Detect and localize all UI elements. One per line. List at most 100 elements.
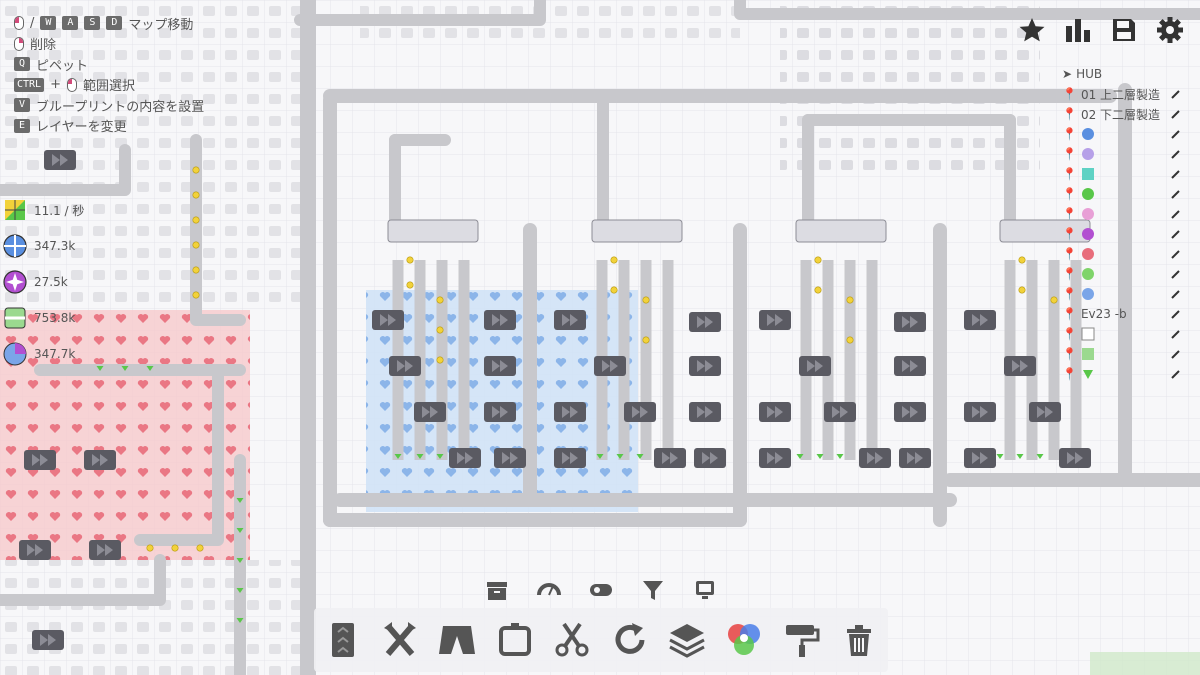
purple-star-shape-icon bbox=[3, 270, 27, 294]
hint-label: ブループリントの内容を設置 bbox=[36, 99, 205, 115]
color-mixer-icon[interactable] bbox=[724, 620, 764, 660]
edit-icon[interactable] bbox=[1170, 88, 1182, 100]
hint-label: レイヤーを変更 bbox=[36, 120, 127, 136]
settings-icon[interactable] bbox=[1156, 16, 1184, 44]
stat-shape-3[interactable]: 27.5k bbox=[2, 264, 84, 300]
hub-arrow-icon: ➤ bbox=[1062, 67, 1073, 81]
balancer-icon[interactable] bbox=[380, 620, 420, 660]
stat-shape-5[interactable]: 347.7k bbox=[2, 336, 84, 372]
blue-shape-icon bbox=[1081, 288, 1094, 300]
hint-map-move: / W A S D マップ移動 bbox=[14, 13, 204, 34]
green-white-shape-icon bbox=[1081, 348, 1094, 360]
green-shape-icon bbox=[1082, 370, 1093, 379]
edit-icon[interactable] bbox=[1170, 228, 1182, 240]
edit-icon[interactable] bbox=[1170, 128, 1182, 140]
hint-pipette: Q ピペット bbox=[14, 54, 204, 75]
waypoint-item[interactable]: 📍Ev23 -b bbox=[1062, 304, 1186, 324]
top-right-menu bbox=[1018, 16, 1184, 44]
edit-icon[interactable] bbox=[1170, 308, 1182, 320]
edit-icon[interactable] bbox=[1170, 288, 1182, 300]
key-s: S bbox=[84, 16, 101, 31]
waypoint-item[interactable]: 📍 bbox=[1062, 144, 1186, 164]
statistics-icon[interactable] bbox=[1064, 16, 1092, 44]
hint-delete: 削除 bbox=[14, 34, 204, 55]
edit-icon[interactable] bbox=[1170, 328, 1182, 340]
waypoint-hub[interactable]: ➤ HUB bbox=[1062, 64, 1186, 84]
blue-circle-shape-icon bbox=[3, 234, 27, 258]
mixed-shape-icon bbox=[1081, 148, 1094, 160]
stat-shape-2[interactable]: 347.3k bbox=[2, 228, 84, 264]
stacker-icon[interactable] bbox=[667, 620, 707, 660]
edit-icon[interactable] bbox=[1170, 248, 1182, 260]
edit-icon[interactable] bbox=[1170, 348, 1182, 360]
yellow-green-shape-icon bbox=[5, 200, 25, 220]
painter-icon[interactable] bbox=[782, 620, 822, 660]
hint-label: 削除 bbox=[30, 38, 57, 54]
save-icon[interactable] bbox=[1110, 16, 1138, 44]
pin-icon: 📍 bbox=[1062, 287, 1077, 301]
waypoint-label: 01 上二層製造 bbox=[1080, 87, 1161, 102]
pin-icon: 📍 bbox=[1062, 167, 1077, 181]
waypoint-item[interactable]: 📍 bbox=[1062, 164, 1186, 184]
trash-icon[interactable] bbox=[839, 620, 879, 660]
red-shape-icon bbox=[1081, 248, 1094, 260]
storage-icon[interactable] bbox=[484, 577, 510, 603]
mixed-shape-icon bbox=[1081, 208, 1094, 220]
stat-shape-4[interactable]: 753.8k bbox=[2, 300, 84, 336]
waypoint-item[interactable]: 📍 bbox=[1062, 224, 1186, 244]
pin-icon: 📍 bbox=[1062, 347, 1077, 361]
waypoint-item[interactable]: 📍 bbox=[1062, 284, 1186, 304]
edit-icon[interactable] bbox=[1170, 368, 1182, 380]
rotate-icon[interactable] bbox=[610, 620, 650, 660]
waypoint-item[interactable]: 📍 bbox=[1062, 124, 1186, 144]
pin-icon: 📍 bbox=[1062, 127, 1077, 141]
green-shape-icon bbox=[1081, 268, 1094, 280]
waypoint-item[interactable]: 📍02 下二層製造 bbox=[1062, 104, 1186, 124]
tunnel-icon[interactable] bbox=[437, 620, 477, 660]
waypoint-list: ➤ HUB 📍01 上二層製造 📍02 下二層製造 📍 📍 📍 📍 📍 📍 📍 … bbox=[1062, 64, 1186, 384]
waypoint-item[interactable]: 📍 bbox=[1062, 324, 1186, 344]
edit-icon[interactable] bbox=[1170, 208, 1182, 220]
purple-shape-icon bbox=[1081, 228, 1094, 240]
belt-icon[interactable] bbox=[323, 620, 363, 660]
stat-value: 11.1 / 秒 bbox=[34, 203, 85, 218]
edit-icon[interactable] bbox=[1170, 168, 1182, 180]
rotator-icon[interactable] bbox=[495, 620, 535, 660]
star-icon[interactable] bbox=[1018, 16, 1046, 44]
stat-rate[interactable]: 11.1 / 秒 bbox=[2, 192, 84, 228]
edit-icon[interactable] bbox=[1170, 148, 1182, 160]
hint-area-select: CTRL + 範囲選択 bbox=[14, 75, 204, 96]
key-d: D bbox=[106, 16, 123, 31]
waypoint-label: 02 下二層製造 bbox=[1080, 107, 1161, 122]
key-e: E bbox=[14, 118, 30, 133]
edit-icon[interactable] bbox=[1170, 268, 1182, 280]
mouse-left-icon bbox=[67, 77, 77, 92]
pin-icon: 📍 bbox=[1062, 207, 1077, 221]
pin-icon: 📍 bbox=[1062, 187, 1077, 201]
hint-label: 範囲選択 bbox=[83, 79, 136, 95]
blue-circle-shape-icon bbox=[1081, 128, 1094, 140]
waypoint-item[interactable]: 📍 bbox=[1062, 264, 1186, 284]
waypoint-item[interactable]: 📍 bbox=[1062, 184, 1186, 204]
stat-value: 347.3k bbox=[34, 239, 76, 253]
pin-icon: 📍 bbox=[1062, 87, 1077, 101]
waypoint-item[interactable]: 📍 bbox=[1062, 244, 1186, 264]
waypoint-item[interactable]: 📍 bbox=[1062, 364, 1186, 384]
controls-hint-panel: / W A S D マップ移動 削除 Q ピペット CTRL + 範囲選択 V … bbox=[14, 13, 204, 136]
edit-icon[interactable] bbox=[1170, 108, 1182, 120]
waypoint-item[interactable]: 📍 bbox=[1062, 204, 1186, 224]
display-icon[interactable] bbox=[588, 577, 614, 603]
blue-purple-shape-icon bbox=[3, 342, 27, 366]
meter-icon[interactable] bbox=[536, 577, 562, 603]
filter-icon[interactable] bbox=[640, 577, 666, 603]
edit-icon[interactable] bbox=[1170, 188, 1182, 200]
waypoint-item[interactable]: 📍01 上二層製造 bbox=[1062, 84, 1186, 104]
hint-label: ピペット bbox=[36, 58, 89, 74]
mouse-left-icon bbox=[14, 16, 24, 31]
waypoint-item[interactable]: 📍 bbox=[1062, 344, 1186, 364]
monitor-icon[interactable] bbox=[692, 577, 718, 603]
pin-icon: 📍 bbox=[1062, 147, 1077, 161]
stat-value: 27.5k bbox=[34, 275, 68, 289]
cutter-icon[interactable] bbox=[552, 620, 592, 660]
